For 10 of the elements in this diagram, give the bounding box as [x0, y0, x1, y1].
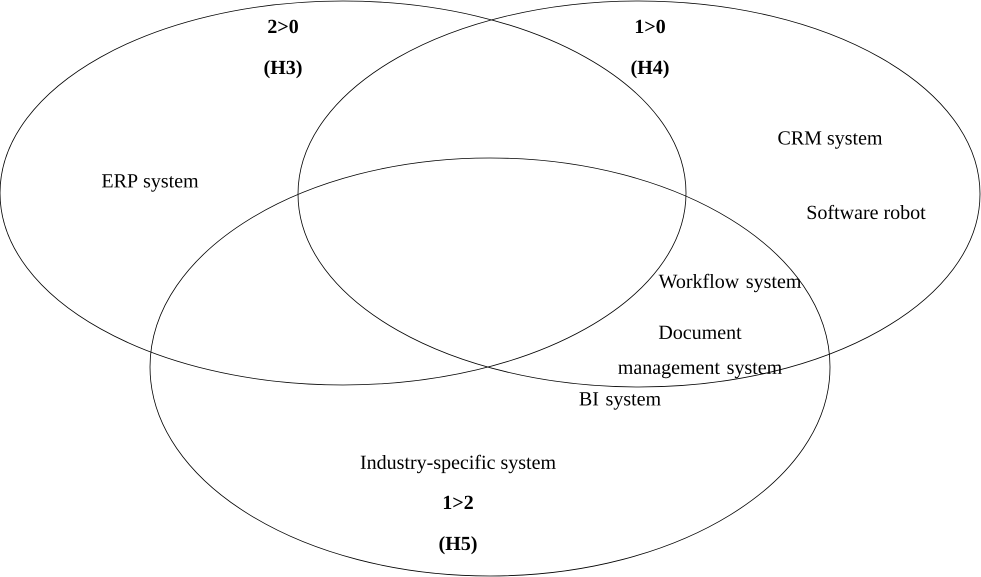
system-label: CRM system — [778, 131, 882, 149]
system-label: ERP system — [102, 174, 198, 192]
system-label: Document management system — [618, 326, 782, 378]
hypothesis-label: 1>2 (H5) — [439, 496, 477, 554]
hypothesis-label: 2>0 (H3) — [264, 20, 302, 78]
system-label: Workflow system — [658, 274, 802, 292]
system-label: BI system — [579, 392, 661, 410]
hypothesis-label: 1>0 (H4) — [631, 20, 669, 78]
system-label: Industry-specific system — [360, 454, 556, 474]
system-label: Software robot — [808, 204, 926, 220]
